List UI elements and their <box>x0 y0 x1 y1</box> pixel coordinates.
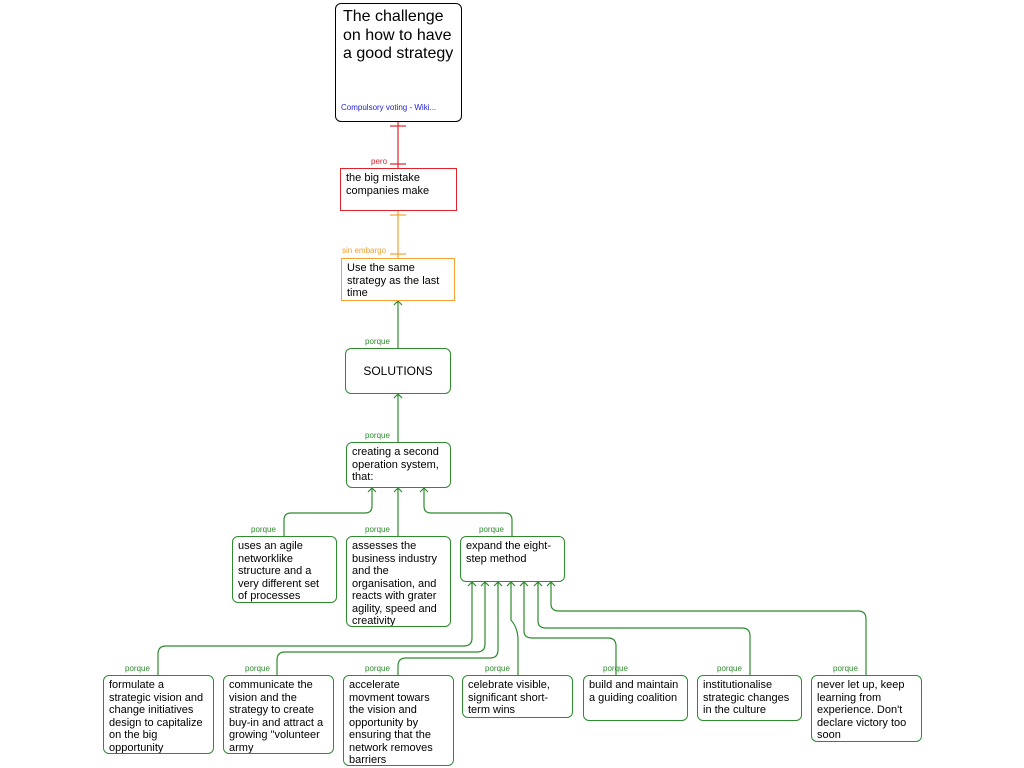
node-big-mistake[interactable]: the big mistake companies make <box>340 168 457 211</box>
node-step-institutionalise[interactable]: institutionalise strategic changes in th… <box>697 675 802 721</box>
label-porque: porque <box>603 664 628 673</box>
label-porque: porque <box>365 664 390 673</box>
node-agile-structure[interactable]: uses an agile networklike structure and … <box>232 536 337 603</box>
node-step-never-let-up[interactable]: never let up, keep learning from experie… <box>811 675 922 742</box>
label-sin-embargo: sin embargo <box>342 246 387 255</box>
node-solutions[interactable]: SOLUTIONS <box>345 348 451 394</box>
label-porque: porque <box>251 525 276 534</box>
label-porque: porque <box>833 664 858 673</box>
node-step-celebrate-wins[interactable]: celebrate visible, significant short-ter… <box>462 675 573 718</box>
connector-porque <box>157 300 867 675</box>
root-topic[interactable]: The challenge on how to have a good stra… <box>335 3 462 122</box>
node-step-accelerate-movement[interactable]: accelerate movment towars the vision and… <box>343 675 454 766</box>
node-second-system[interactable]: creating a second operation system, that… <box>346 442 451 488</box>
label-porque: porque <box>365 337 390 346</box>
node-step-formulate-vision[interactable]: formulate a strategic vision and change … <box>103 675 214 754</box>
node-step-guiding-coalition[interactable]: build and maintain a guiding coalition <box>583 675 688 721</box>
connector-sin-embargo <box>390 211 406 258</box>
node-assesses-industry[interactable]: assesses the business industry and the o… <box>346 536 451 627</box>
label-porque: porque <box>125 664 150 673</box>
label-porque: porque <box>365 431 390 440</box>
root-wiki-link[interactable]: Compulsory voting - Wiki... <box>341 102 437 112</box>
label-porque: porque <box>717 664 742 673</box>
label-porque: porque <box>479 525 504 534</box>
node-eight-step-method[interactable]: expand the eight-step method <box>460 536 565 582</box>
node-same-strategy[interactable]: Use the same strategy as the last time <box>341 258 455 301</box>
label-pero: pero <box>371 157 388 166</box>
label-porque: porque <box>245 664 270 673</box>
connector-pero <box>390 122 406 168</box>
node-step-communicate-vision[interactable]: communicate the vision and the strategy … <box>223 675 334 754</box>
label-porque: porque <box>485 664 510 673</box>
label-porque: porque <box>365 525 390 534</box>
root-title: The challenge on how to have a good stra… <box>343 8 454 62</box>
